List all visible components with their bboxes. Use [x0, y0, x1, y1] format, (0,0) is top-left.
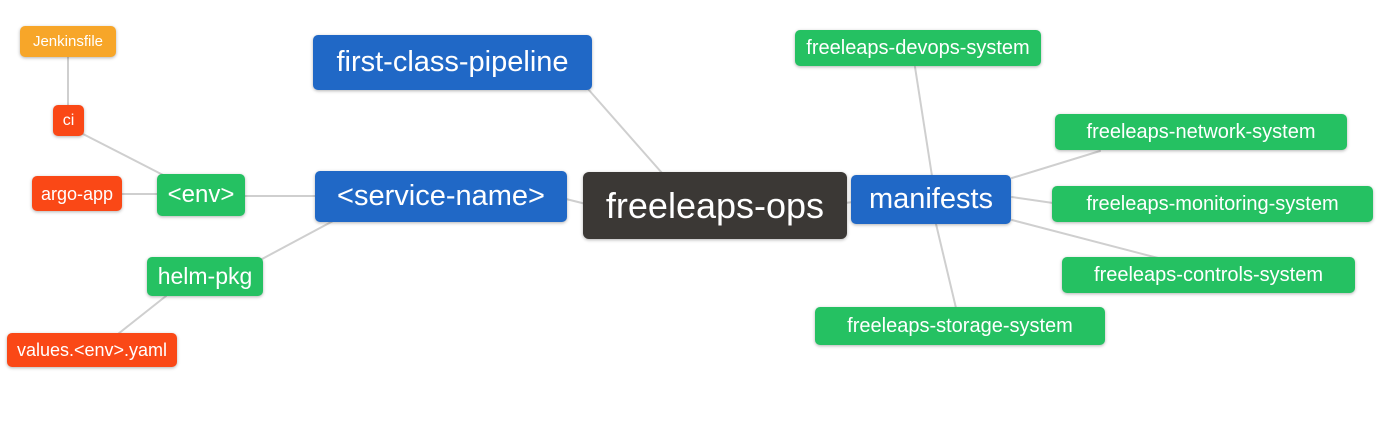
node-storage-system[interactable]: freeleaps-storage-system [815, 307, 1105, 345]
node-ci[interactable]: ci [53, 105, 84, 136]
edge-service-name-helm-pkg [261, 220, 334, 260]
node-monitoring-system[interactable]: freeleaps-monitoring-system [1052, 186, 1373, 222]
edge-manifests-devops-system [914, 66, 933, 177]
node-controls-system[interactable]: freeleaps-controls-system [1062, 257, 1355, 293]
node-argo-app[interactable]: argo-app [32, 176, 122, 211]
edge-ci-env [82, 133, 166, 177]
node-jenkinsfile[interactable]: Jenkinsfile [20, 26, 116, 57]
node-freeleaps-ops[interactable]: freeleaps-ops [583, 172, 847, 239]
node-first-class-pipeline[interactable]: first-class-pipeline [313, 35, 592, 90]
edge-service-name-freeleaps-ops [565, 198, 587, 205]
node-env[interactable]: <env> [157, 174, 245, 216]
edge-manifests-monitoring-system [1011, 196, 1054, 204]
edge-manifests-network-system [1011, 150, 1101, 179]
edge-helm-pkg-values-env-yaml [117, 295, 167, 335]
node-service-name[interactable]: <service-name> [315, 171, 567, 222]
node-values-env-yaml[interactable]: values.<env>.yaml [7, 333, 177, 367]
node-network-system[interactable]: freeleaps-network-system [1055, 114, 1347, 150]
edge-manifests-controls-system [1011, 219, 1159, 259]
node-manifests[interactable]: manifests [851, 175, 1011, 224]
edge-first-class-pipeline-freeleaps-ops [587, 88, 663, 174]
edge-manifests-storage-system [935, 223, 957, 309]
node-helm-pkg[interactable]: helm-pkg [147, 257, 263, 296]
node-devops-system[interactable]: freeleaps-devops-system [795, 30, 1041, 66]
